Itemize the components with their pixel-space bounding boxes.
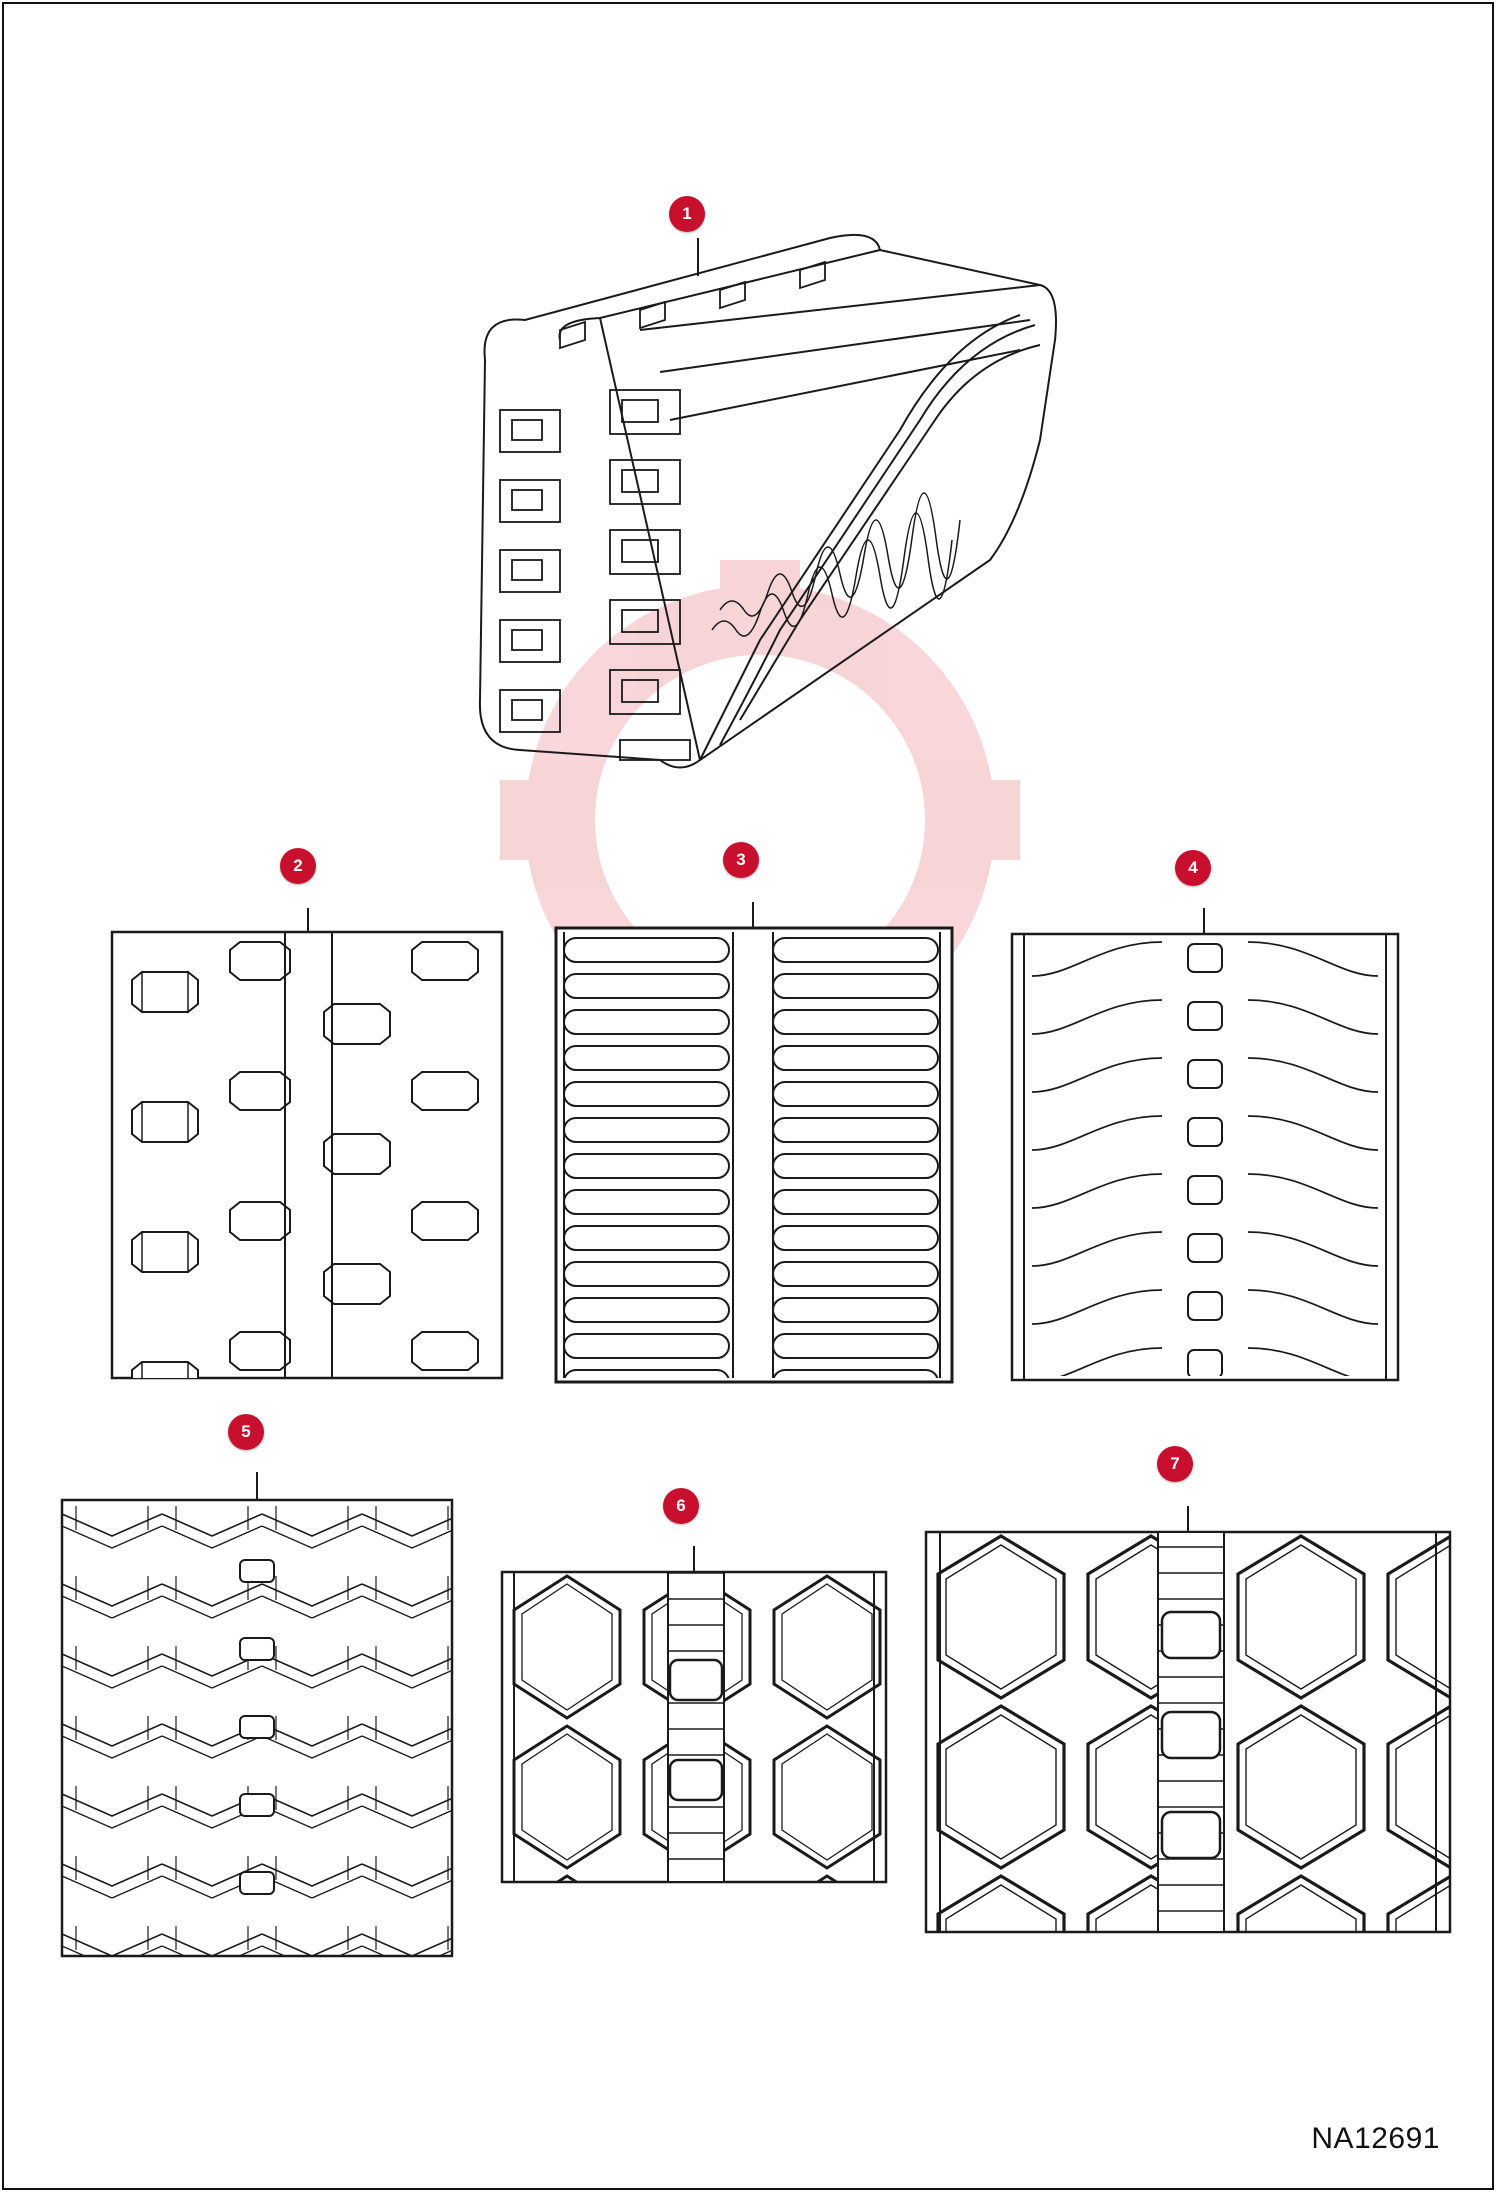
callout-4[interactable]: 4 [1175,850,1211,886]
drawing-reference-code: NA12691 [1311,2122,1440,2155]
tread-pattern-3 [554,902,954,1384]
tread-pattern-6 [500,1546,888,1884]
callout-3[interactable]: 3 [723,842,759,878]
callout-2[interactable]: 2 [280,848,316,884]
tread-pattern-7 [924,1506,1452,1934]
rubber-track-illustration [478,234,1057,769]
callout-6[interactable]: 6 [663,1488,699,1524]
tread-pattern-5 [60,1472,454,1958]
tread-pattern-2 [110,908,504,1380]
callout-5[interactable]: 5 [228,1414,264,1450]
tread-pattern-4 [1010,908,1400,1382]
callout-7[interactable]: 7 [1157,1446,1193,1482]
callout-1[interactable]: 1 [669,196,705,232]
